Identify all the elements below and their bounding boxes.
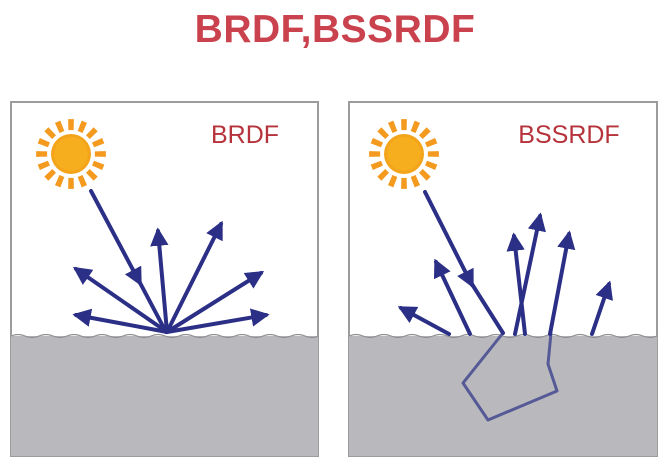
sun-ray — [377, 169, 389, 181]
reflected-ray — [165, 271, 265, 334]
brdf-panel: BRDF — [10, 101, 319, 457]
sun-ray — [387, 175, 398, 188]
exit-ray — [506, 232, 527, 336]
exit-ray — [513, 212, 546, 336]
reflected-rays — [72, 220, 270, 334]
sun-ray — [370, 137, 383, 148]
sun-icon — [369, 119, 439, 189]
sun-ray — [92, 160, 105, 171]
reflected-ray — [165, 308, 270, 334]
sun-ray — [410, 120, 421, 133]
exit-ray — [397, 306, 451, 336]
sun-ray — [401, 177, 407, 189]
sun-ray — [36, 151, 48, 157]
sun-ray — [37, 137, 50, 148]
surface-ground — [11, 336, 318, 456]
sun-ray — [44, 127, 56, 139]
sun-ray — [54, 175, 65, 188]
sun-ray — [369, 151, 381, 157]
sun-ray — [425, 160, 438, 171]
sun-ray — [77, 120, 88, 133]
sun-ray — [44, 169, 56, 181]
reflected-ray — [165, 220, 223, 334]
bssrdf-panel: BSSRDF — [348, 101, 658, 457]
incident-ray — [423, 190, 505, 335]
sun-ray — [419, 127, 431, 139]
subsurface-path — [461, 332, 559, 422]
exit-ray — [433, 258, 472, 336]
reflected-ray — [72, 308, 169, 334]
exit-ray — [548, 230, 576, 336]
sun-ray — [377, 127, 389, 139]
surface-ground — [349, 336, 657, 456]
sun-ray — [68, 177, 74, 189]
sun-ray — [410, 175, 421, 188]
reflected-ray — [72, 266, 169, 334]
sun-ray — [86, 127, 98, 139]
sun-ray — [425, 137, 438, 148]
exit-rays — [397, 212, 613, 336]
incident-ray — [89, 189, 168, 334]
sun-ray — [92, 137, 105, 148]
sun-ray — [419, 169, 431, 181]
sun-icon — [36, 119, 106, 189]
brdf-label: BRDF — [211, 121, 279, 149]
exit-ray — [590, 280, 613, 336]
sun-ray — [387, 120, 398, 133]
sun-ray — [401, 119, 407, 131]
sun-ray — [54, 120, 65, 133]
sun-ray — [94, 151, 106, 157]
diagram-title: BRDF,BSSRDF — [194, 8, 476, 51]
sun-ray — [86, 169, 98, 181]
sun-ray — [68, 119, 74, 131]
surface-edge — [11, 333, 318, 339]
sun-ray — [37, 160, 50, 171]
reflected-ray — [150, 227, 169, 334]
bssrdf-label: BSSRDF — [518, 121, 619, 149]
sun-ray — [427, 151, 439, 157]
surface-edge — [349, 333, 657, 339]
sun-ray — [370, 160, 383, 171]
sun-ray — [77, 175, 88, 188]
